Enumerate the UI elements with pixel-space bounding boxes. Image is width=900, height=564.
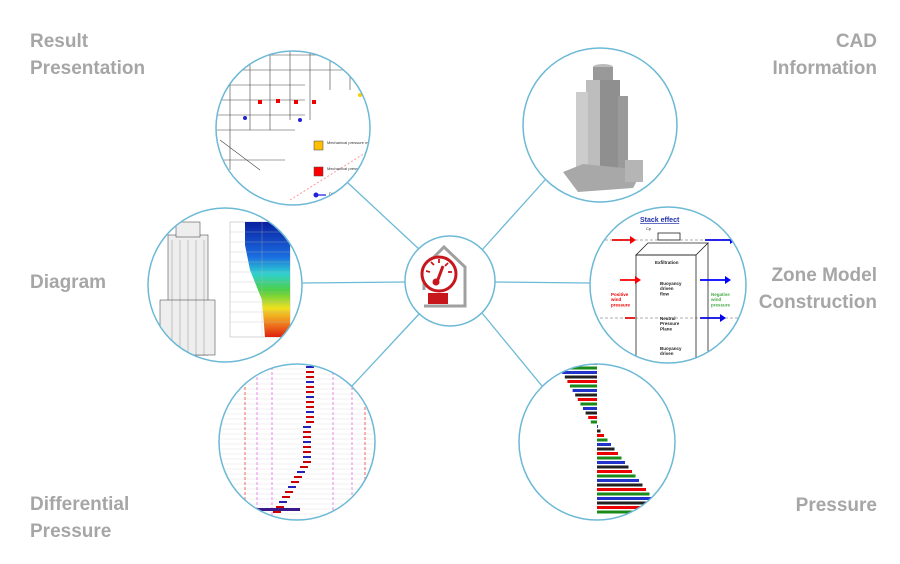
thumbnail-bar [306,411,314,413]
thumbnail-bar [597,443,611,446]
thumbnail-bar [597,497,653,500]
thumbnail-bar [303,451,311,453]
thumbnail-bar [562,371,597,374]
thumbnail-bar [597,465,629,469]
thumbnail-bar [303,436,311,438]
thumbnail-bar [297,471,305,473]
thumbnail-bar [597,492,650,496]
thumbnail-bar [306,381,314,383]
thumbnail-bar [276,506,284,508]
thumbnail-bar [306,406,314,408]
thumbnail-bar [597,452,618,455]
thumbnail-bar [303,461,311,463]
thumbnail-bar [306,386,314,388]
thumbnail-bar [306,396,314,398]
house-pressure-gauge-icon [404,235,496,327]
thumbnail-bar [273,511,281,513]
thumbnail-bar [597,470,632,473]
thumbnail-bar [303,426,311,428]
thumbnail-bar [597,479,639,482]
thumbnail-bar [306,376,314,378]
thumbnail-bar [597,488,646,491]
thumbnail-bar [597,438,608,442]
connector-lines [301,179,591,387]
thumbnail-bar [597,461,625,464]
exfiltration-label: Exfiltration [655,260,679,265]
thumbnail-bar [570,384,597,388]
circle-rings [147,47,747,521]
thumbnail-bar [580,402,597,406]
thumbnail-bar [306,401,314,403]
thumbnail-bar [567,380,597,383]
thumbnail-bar [597,447,615,451]
legend-item-2: Mechanical pressu... wells (opened in...… [327,166,428,171]
label-pressure: Pressure [795,495,877,516]
thumbnail-bar [300,466,308,468]
thumbnail-bar [564,375,597,379]
thumbnail-bar [597,506,660,509]
thumbnail-bar [559,366,597,370]
thumbnail-bar [303,431,311,433]
stack-effect-title: Stack effect [640,217,680,224]
thumbnail-bar [306,391,314,393]
thumbnail-bar [572,389,597,392]
thumbnail-bar [585,411,597,415]
thumbnail-bar [597,474,636,478]
thumbnail-bar [282,496,290,498]
label-cad-information: CAD Information [772,31,878,79]
thumbnail-bar [588,416,597,419]
thumbnail-bar [597,434,604,437]
thumbnail-bar [306,416,314,418]
thumbnail-bar [590,420,597,424]
label-diagram: Diagram [30,272,107,293]
thumbnail-bar [303,441,311,443]
thumbnail-bar [285,491,293,493]
label-result-presentation: Result Presentation [30,31,146,79]
thumbnail-bar [306,421,314,423]
pressure-thumbnail [519,364,675,520]
cad-building-thumbnail [523,48,677,202]
thumbnail-bar [575,393,597,397]
thumbnail-bar [583,407,597,410]
thumbnail-bar [306,371,314,373]
differential-pressure-thumbnail [219,364,375,520]
legend-item-1: Mechanical pressure m... stairwells (con… [327,140,502,145]
thumbnail-bar [597,425,598,428]
thumbnail-bar [294,476,302,478]
label-differential-pressure: Differential Pressure [30,494,130,542]
thumbnail-bar [597,501,657,505]
thumbnail-bar [279,501,287,503]
label-zone-model-construction: Zone Model Construction [758,265,877,313]
thumbnail-bar [306,366,314,368]
result-presentation-thumbnail: Mechanical pressure m... stairwells (con… [216,51,502,205]
thumbnail-bar [303,456,311,458]
diagram-thumbnail [148,208,302,362]
thumbnail-bar [597,483,643,487]
thumbnail-bar [303,446,311,448]
cp-label: Cp [646,226,652,231]
thumbnail-bar [288,486,296,488]
thumbnail-bar [597,429,601,433]
thumbnail-bar [291,481,299,483]
thumbnail-bar [597,456,622,460]
thumbnail-bar [255,508,300,511]
thumbnail-bar [577,398,597,401]
